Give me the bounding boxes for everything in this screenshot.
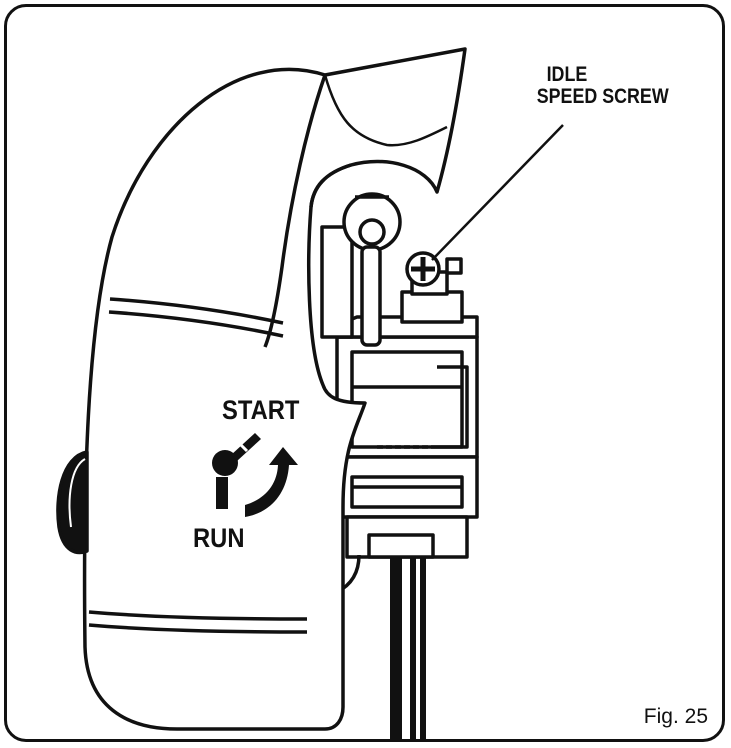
- engine-shaft: [390, 555, 426, 739]
- speed-screw-label: SPEED SCREW: [536, 85, 669, 108]
- choke-lever: [342, 192, 402, 347]
- starter-knob: [56, 450, 89, 555]
- callout-leader-line: [431, 124, 564, 261]
- carburetor: [320, 225, 479, 594]
- start-run-indicator: [212, 433, 298, 517]
- figure-frame: IDLE SPEED SCREW START RUN Fig. 25: [4, 4, 725, 742]
- figure-label: Fig. 25: [643, 705, 708, 728]
- idle-label: IDLE: [546, 63, 588, 86]
- run-label: RUN: [193, 523, 245, 553]
- engine-illustration: [56, 47, 564, 739]
- engine-cover: [82, 47, 467, 731]
- start-label: START: [222, 395, 300, 425]
- idle-speed-screw-icon: [405, 251, 463, 287]
